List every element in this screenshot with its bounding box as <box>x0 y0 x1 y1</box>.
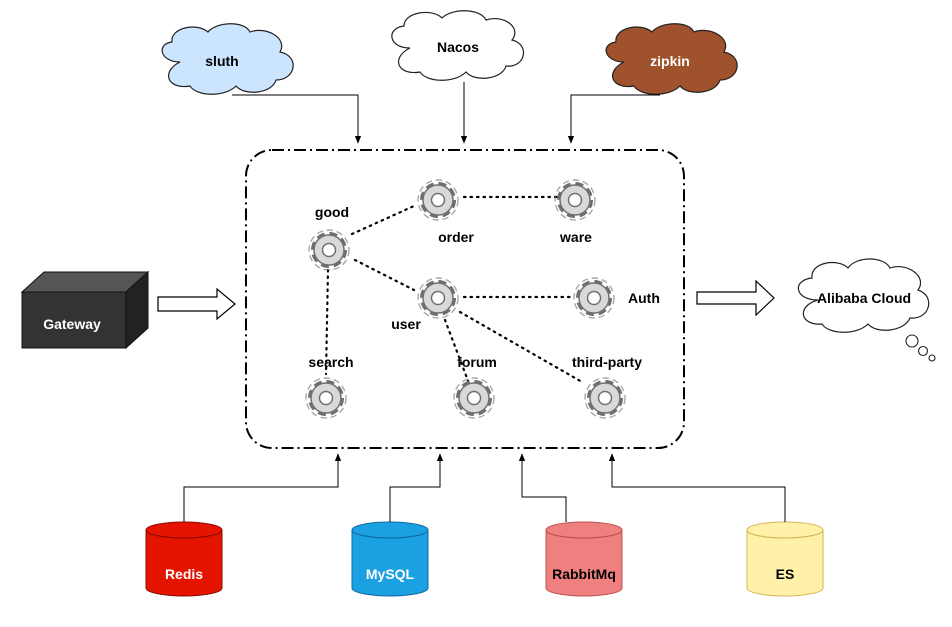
nacos-cloud-shape <box>391 10 524 81</box>
nacos-label: Nacos <box>437 39 479 55</box>
redis-db-rim <box>145 529 223 539</box>
es-db-body <box>746 530 824 597</box>
third-party-gear-icon <box>585 378 625 418</box>
rabbitmq-db-body <box>545 530 623 597</box>
mysql-to-container-arrow <box>389 453 444 522</box>
es-db: ES <box>746 521 824 597</box>
mysql-db: MySQL <box>351 521 429 597</box>
forum-gear-icon <box>454 378 494 418</box>
auth-gear-icon <box>574 278 614 318</box>
rabbitmq-db-rim <box>545 529 623 539</box>
gateway-block-front <box>21 291 127 349</box>
es-label: ES <box>776 566 795 582</box>
service-label-ware: ware <box>559 229 592 245</box>
thought-bubble-2 <box>917 345 929 357</box>
service-label-good: good <box>315 204 349 220</box>
mysql-label: MySQL <box>366 566 415 582</box>
gateway-label: Gateway <box>43 316 101 332</box>
good-user-link <box>353 258 416 292</box>
thought-bubble-3 <box>928 354 936 362</box>
search-gear-icon <box>306 378 346 418</box>
good-order-link <box>350 204 416 236</box>
mysql-db-body <box>351 530 429 597</box>
gateway-block: Gateway <box>20 270 150 350</box>
ware-gear-icon <box>555 180 595 220</box>
redis-to-container-arrow <box>183 453 342 522</box>
es-to-container-arrow <box>608 453 786 522</box>
service-label-third-party: third-party <box>572 354 642 370</box>
good-search-link <box>324 268 330 376</box>
order-gear-icon <box>418 180 458 220</box>
alibaba-cloud-shape <box>797 258 930 333</box>
services-container <box>245 149 685 449</box>
thought-bubble-1 <box>905 334 919 348</box>
zipkin-to-container-arrow <box>567 94 660 144</box>
service-connections <box>324 195 584 388</box>
rabbitmq-db: RabbitMq <box>545 521 623 597</box>
user-gear-icon <box>418 278 458 318</box>
zipkin-cloud: zipkin <box>605 23 738 95</box>
service-label-user: user <box>391 316 421 332</box>
service-label-search: search <box>308 354 353 370</box>
sluth-cloud: sluth <box>161 23 294 95</box>
gateway-to-container-arrow <box>157 287 236 321</box>
mysql-db-rim <box>351 529 429 539</box>
redis-db-body <box>145 530 223 597</box>
zipkin-cloud-shape <box>605 23 738 95</box>
rabbitmq-to-container-arrow <box>518 453 567 522</box>
user-thirdparty-link <box>458 310 584 384</box>
service-label-forum: forum <box>457 354 497 370</box>
sluth-label: sluth <box>205 53 238 69</box>
es-db-rim <box>746 529 824 539</box>
sluth-to-container-arrow <box>232 94 362 144</box>
zipkin-label: zipkin <box>650 53 690 69</box>
redis-db: Redis <box>145 521 223 597</box>
nacos-cloud: Nacos <box>391 10 524 81</box>
service-label-order: order <box>438 229 474 245</box>
redis-label: Redis <box>165 566 203 582</box>
alibaba-cloud: Alibaba Cloud <box>797 258 936 362</box>
good-gear-icon <box>309 230 349 270</box>
alibaba-cloud-label: Alibaba Cloud <box>817 290 911 306</box>
service-label-auth: Auth <box>628 290 660 306</box>
rabbitmq-label: RabbitMq <box>552 566 616 582</box>
sluth-cloud-shape <box>161 23 294 95</box>
user-forum-link <box>443 318 472 388</box>
container-to-cloud-arrow <box>696 279 775 317</box>
